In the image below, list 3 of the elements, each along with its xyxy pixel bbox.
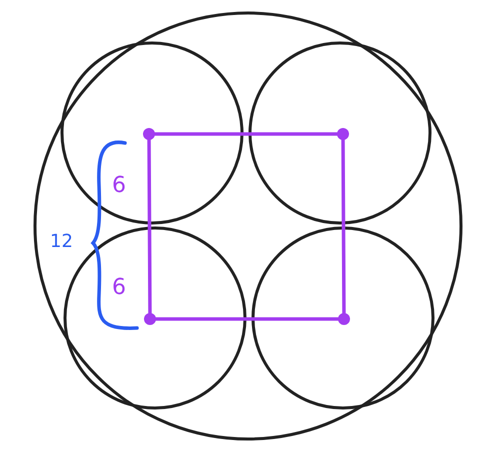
length-label: 6 [112, 175, 126, 197]
length-label: 6 [112, 277, 126, 299]
total-length-label: 12 [50, 233, 73, 251]
